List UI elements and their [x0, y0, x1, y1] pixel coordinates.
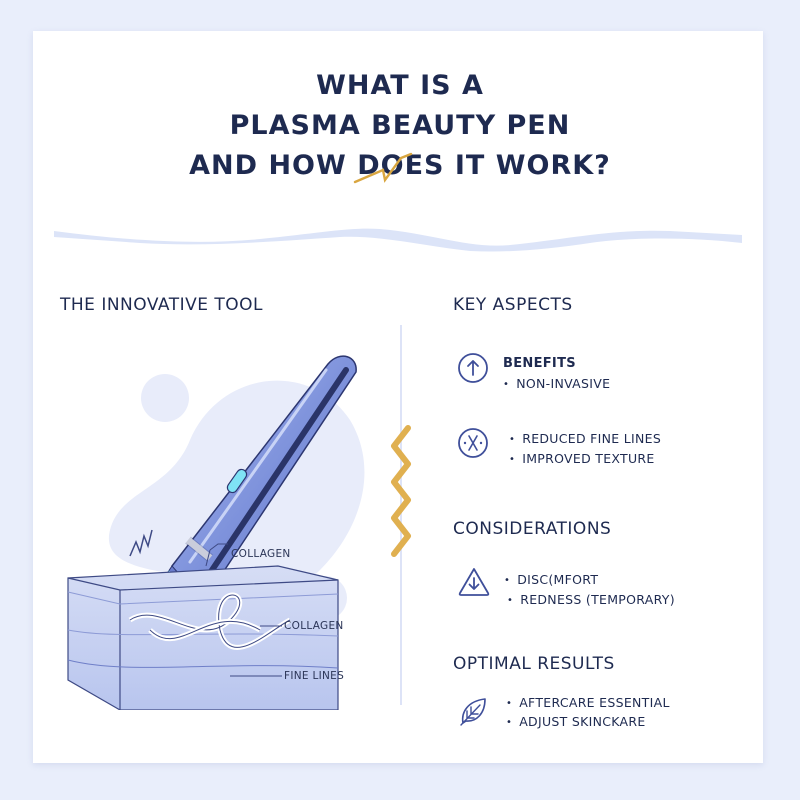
gold-strike-icon	[354, 152, 413, 184]
x-circle-icon	[458, 428, 488, 458]
optimal-item: AFTERCARE ESSENTIAL	[506, 695, 670, 710]
result-item: REDUCED FINE LINES	[509, 431, 661, 446]
wave-divider-icon	[54, 228, 742, 252]
title-line-3-end: IT WORK?	[444, 150, 611, 181]
benefit-item: NON-INVASIVE	[503, 376, 610, 391]
label-collagen-mid: COLLAGEN	[284, 620, 344, 632]
leaf-icon	[460, 698, 486, 726]
title-line-3-start: AND HOW	[189, 150, 358, 181]
arrow-up-circle-icon	[458, 353, 488, 383]
result-item: IMPROVED TEXTURE	[509, 451, 655, 466]
right-section-heading: KEY ASPECTS	[453, 295, 573, 315]
label-fine-lines: FINE LINES	[284, 670, 345, 682]
title-line-2: PLASMA BEAUTY PEN	[229, 110, 571, 141]
column-divider	[400, 325, 402, 705]
consideration-item: DISC(MFORT	[504, 572, 598, 587]
label-collagen-top: COLLAGEN	[231, 548, 291, 560]
page-title: WHAT IS A PLASMA BEAUTY PEN AND HOW DOES…	[0, 66, 800, 186]
title-line-1: WHAT IS A	[316, 70, 484, 101]
title-line-3: AND HOW DOES IT WORK?	[0, 146, 800, 186]
consideration-item: REDNESS (TEMPORARY)	[507, 592, 675, 607]
arrow-down-triangle-icon	[458, 568, 490, 596]
plasma-pen-illustration	[67, 355, 365, 710]
gold-zigzag-icon	[391, 425, 411, 557]
benefits-heading: BENEFITS	[503, 356, 576, 371]
optimal-item: ADJUST SKINCKARE	[506, 714, 646, 729]
title-struck-word: DOES	[354, 146, 444, 186]
left-section-heading: THE INNOVATIVE TOOL	[60, 295, 263, 315]
optimal-results-heading: OPTIMAL RESULTS	[453, 654, 615, 674]
considerations-heading: CONSIDERATIONS	[453, 519, 612, 539]
